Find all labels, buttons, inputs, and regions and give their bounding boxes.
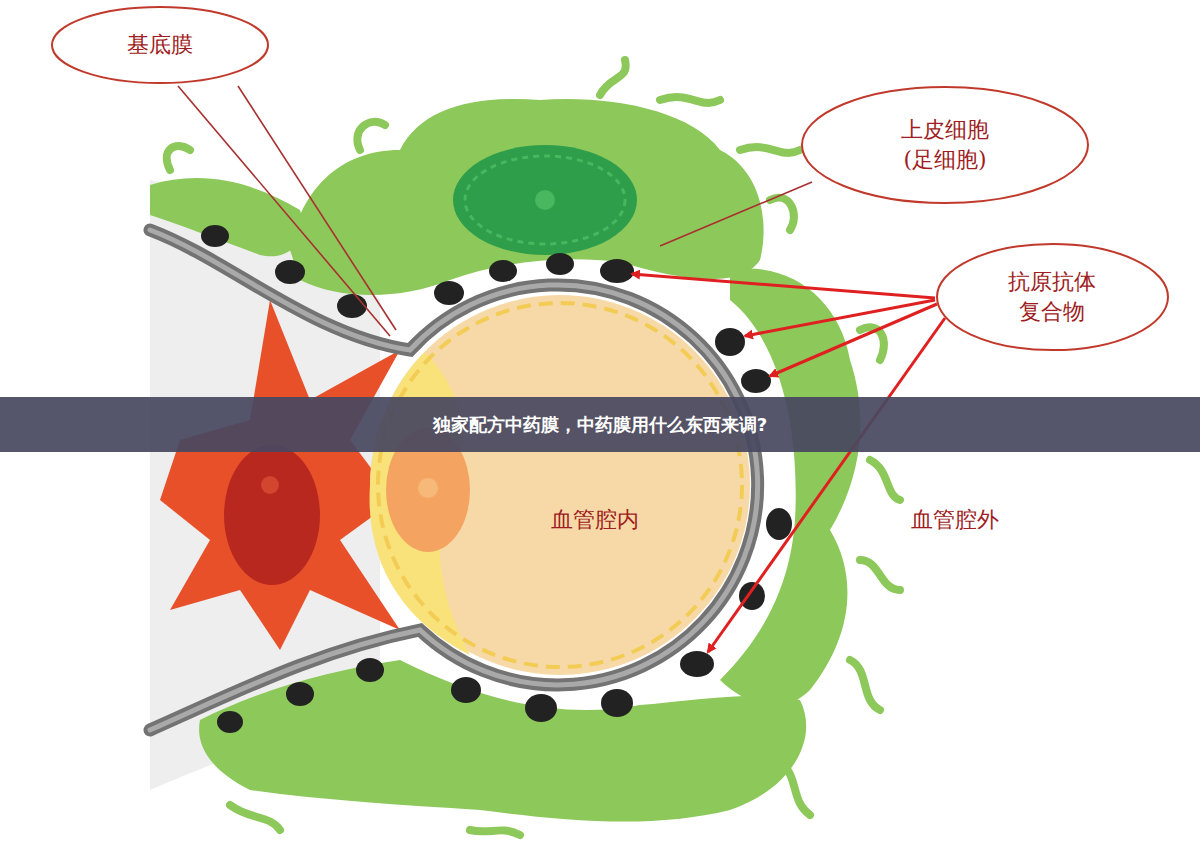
callout-ellipse: 基底膜: [50, 5, 270, 85]
title-band: 独家配方中药膜，中药膜用什么东西来调?: [0, 397, 1200, 452]
region-label: 血管腔内: [551, 505, 639, 535]
ellipse-outline: [800, 85, 1090, 205]
callout-text: 抗原抗体 复合物: [1003, 267, 1102, 326]
callout-ellipse: 抗原抗体 复合物: [935, 242, 1170, 352]
callout-ellipse: 上皮细胞 (足细胞): [800, 85, 1090, 205]
callout-text: 基底膜: [127, 30, 193, 60]
ellipse-outline: [935, 242, 1170, 352]
region-label: 血管腔外: [911, 505, 999, 535]
title-text: 独家配方中药膜，中药膜用什么东西来调?: [433, 413, 767, 437]
callout-text: 上皮细胞 (足细胞): [896, 115, 995, 174]
